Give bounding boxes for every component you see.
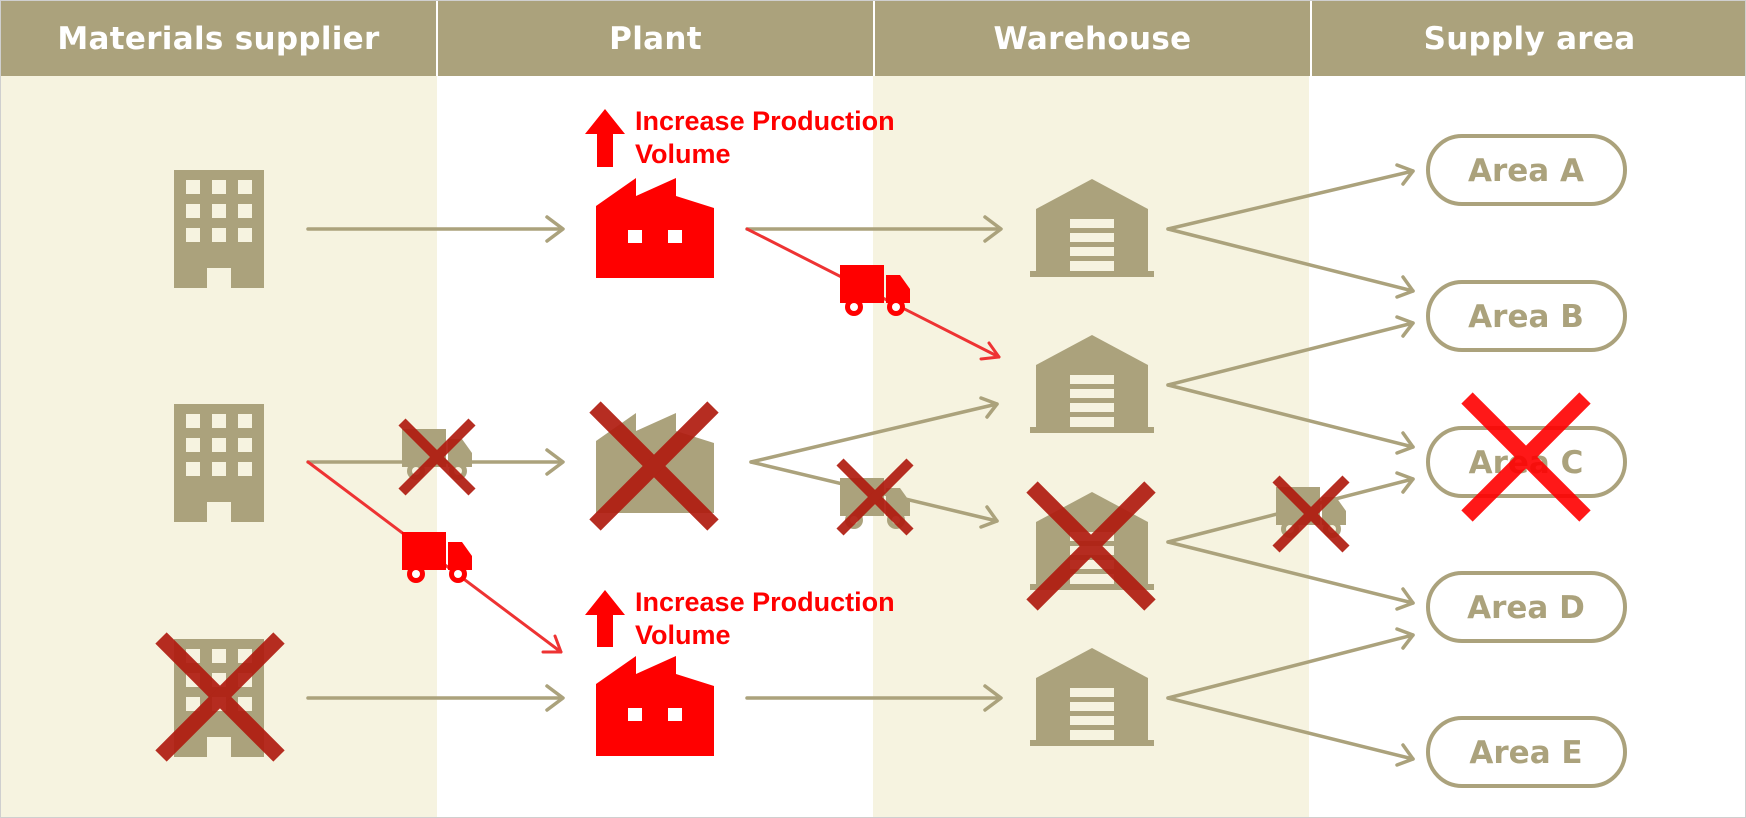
- area-a-label: Area A: [1468, 153, 1584, 189]
- arrow-warehouse2-to-area-b: [1166, 315, 1415, 387]
- cross-supplier-3-icon: [155, 632, 285, 762]
- cross-truck-plant2-icon: [836, 458, 914, 536]
- warehouse-1-icon: [1030, 179, 1154, 277]
- arrow-warehouse2-to-area-c: [1166, 383, 1415, 455]
- area-a-pill: [1426, 134, 1627, 206]
- area-d-label: Area D: [1467, 590, 1585, 626]
- plant-1-label-line1: Increase Production: [635, 106, 895, 136]
- plant-3-factory-icon: [596, 656, 714, 756]
- header-supply-area: Supply area: [1312, 1, 1745, 76]
- column-header-row: Materials supplier Plant Warehouse Suppl…: [1, 1, 1745, 76]
- arrow-warehouse1-to-area-b: [1166, 227, 1415, 299]
- arrow-supplier1-to-plant1: [306, 215, 565, 243]
- supplier-2-building-icon: [174, 404, 264, 522]
- arrow-supplier3-to-plant3: [306, 684, 565, 712]
- increase-up-arrow-icon-top: [585, 109, 625, 167]
- plant-3-label-line1: Increase Production: [635, 587, 895, 617]
- arrow-warehouse1-to-area-a: [1166, 163, 1415, 231]
- area-c-pill: [1426, 426, 1627, 498]
- arrow-plant1-to-warehouse1: [745, 215, 1003, 243]
- header-plant: Plant: [438, 1, 875, 76]
- header-warehouse: Warehouse: [875, 1, 1312, 76]
- area-b-label: Area B: [1468, 299, 1584, 335]
- supply-area-pills: [1426, 134, 1627, 788]
- warehouse-2-icon: [1030, 335, 1154, 433]
- truck-red-icon-plant-to-warehouse: [840, 265, 910, 316]
- arrow-warehouse4-to-area-d: [1166, 627, 1415, 700]
- arrow-plant3-to-warehouse4: [745, 684, 1003, 712]
- plant-1-factory-icon: [596, 178, 714, 278]
- arrow-plant2-to-warehouse2: [749, 396, 999, 464]
- plant-1-label-line2: Volume: [635, 139, 731, 169]
- area-d-pill: [1426, 571, 1627, 643]
- olive-flow-arrows: [306, 163, 1415, 767]
- cross-warehouse-3-icon: [1026, 481, 1156, 611]
- plant-3-label-line2: Volume: [635, 620, 731, 650]
- supplier-1-building-icon: [174, 170, 264, 288]
- warehouse-4-icon: [1030, 648, 1154, 746]
- arrow-warehouse4-to-area-e: [1166, 696, 1415, 767]
- cross-truck-supplier2-icon: [398, 418, 476, 496]
- increase-up-arrow-icon-bottom: [585, 590, 625, 647]
- disruption-cross-marks: [155, 392, 1591, 762]
- area-b-pill: [1426, 280, 1627, 352]
- cross-plant-2-icon: [589, 401, 719, 531]
- header-materials-supplier: Materials supplier: [1, 1, 438, 76]
- cross-area-c-icon: [1461, 392, 1591, 522]
- area-e-label: Area E: [1469, 735, 1582, 771]
- cross-truck-warehouse3-icon: [1272, 475, 1350, 553]
- truck-red-icon-supplier-to-plant: [402, 532, 472, 583]
- arrow-warehouse3-to-area-d: [1166, 540, 1415, 611]
- area-e-pill: [1426, 716, 1627, 788]
